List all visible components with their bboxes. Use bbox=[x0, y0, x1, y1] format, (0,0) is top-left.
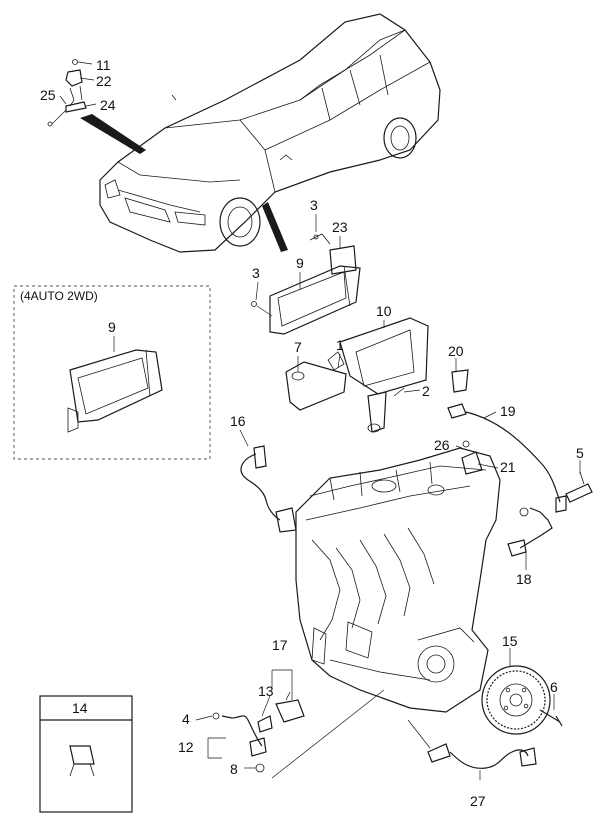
callout-24: 24 bbox=[100, 97, 116, 113]
callout-4: 4 bbox=[182, 711, 190, 727]
knock-sensor-group bbox=[212, 691, 305, 773]
callout-15: 15 bbox=[502, 633, 518, 649]
bolt-5 bbox=[565, 471, 593, 503]
bolt-6 bbox=[539, 709, 563, 727]
callout-3a: 3 bbox=[310, 197, 318, 213]
callout-17: 17 bbox=[272, 637, 288, 653]
callout-8: 8 bbox=[230, 761, 238, 777]
variant-box-4auto-2wd: (4AUTO 2WD) bbox=[13, 285, 211, 460]
callout-5: 5 bbox=[576, 445, 584, 461]
callout-21: 21 bbox=[500, 459, 516, 475]
callout-2: 2 bbox=[422, 383, 430, 399]
sensor-18 bbox=[507, 507, 553, 557]
callout-9b: 9 bbox=[108, 319, 116, 335]
callout-12: 12 bbox=[178, 739, 194, 755]
callout-18: 18 bbox=[516, 571, 532, 587]
crank-sensor-27 bbox=[427, 743, 537, 769]
callout-20: 20 bbox=[448, 343, 464, 359]
callout-23: 23 bbox=[332, 219, 348, 235]
flywheel-15 bbox=[481, 665, 551, 735]
callout-11: 11 bbox=[96, 57, 111, 73]
leader-lines bbox=[59, 61, 581, 780]
engine-block bbox=[295, 447, 501, 713]
variant-caption: (4AUTO 2WD) bbox=[20, 289, 98, 303]
callout-1: 1 bbox=[336, 337, 344, 353]
callout-7: 7 bbox=[294, 339, 302, 355]
callout-labels: 11 22 25 24 3 23 3 9 9 10 1 7 20 2 19 16… bbox=[40, 57, 584, 809]
callout-26: 26 bbox=[434, 437, 450, 453]
part-14-box bbox=[39, 695, 133, 813]
oxygen-sensor-19 bbox=[447, 403, 567, 513]
callout-19: 19 bbox=[500, 403, 516, 419]
callout-14: 14 bbox=[72, 700, 88, 716]
callout-6: 6 bbox=[550, 679, 558, 695]
callout-13: 13 bbox=[258, 683, 274, 699]
vehicle-illustration bbox=[80, 13, 441, 253]
callout-25: 25 bbox=[40, 87, 56, 103]
cam-sensor-16 bbox=[240, 445, 297, 533]
sensor-20 bbox=[451, 369, 469, 393]
callout-16: 16 bbox=[230, 413, 246, 429]
callout-10: 10 bbox=[376, 303, 392, 319]
callout-27: 27 bbox=[470, 793, 486, 809]
callout-22: 22 bbox=[96, 73, 112, 89]
ecu-module bbox=[251, 233, 361, 335]
callout-3b: 3 bbox=[252, 265, 260, 281]
bracket-10 bbox=[285, 317, 429, 433]
callout-9a: 9 bbox=[296, 255, 304, 271]
sensor-bracket-cluster bbox=[47, 59, 87, 127]
